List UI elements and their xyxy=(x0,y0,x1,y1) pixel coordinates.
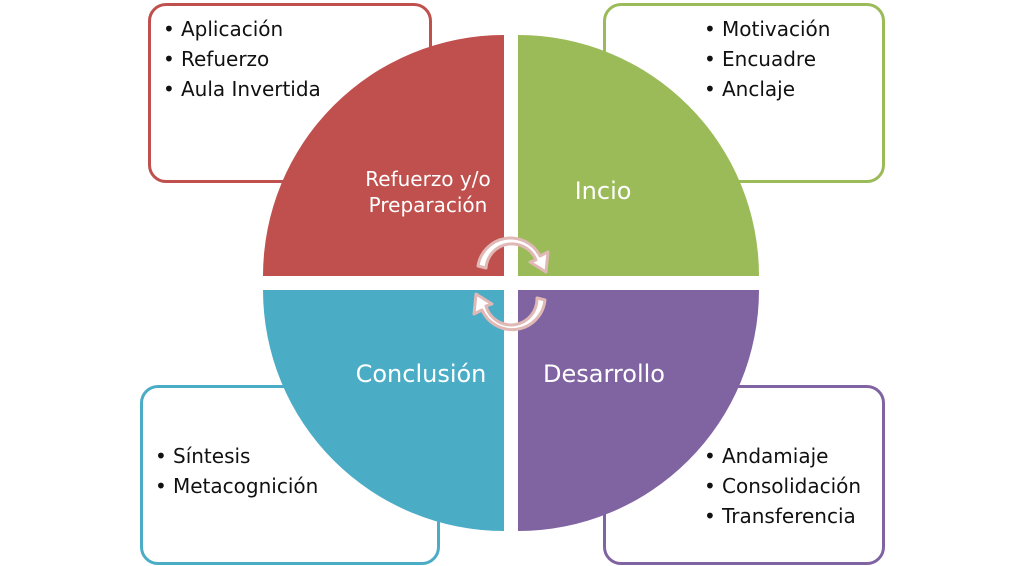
bullet-item: Andamiaje xyxy=(704,441,861,471)
bullet-item: Consolidación xyxy=(704,471,861,501)
bullet-list-top-right: Motivación Encuadre Anclaje xyxy=(704,14,830,104)
quadrant-label-top-left-line1: Refuerzo y/o xyxy=(365,167,490,191)
quadrant-top-right xyxy=(518,35,759,276)
bullet-item: Anclaje xyxy=(704,74,830,104)
cycle-arrow-top xyxy=(476,236,550,274)
quadrant-top-left xyxy=(263,35,504,276)
bullet-item: Aula Invertida xyxy=(163,74,321,104)
quadrant-bottom-left xyxy=(263,290,504,531)
quadrant-label-bottom-right: Desarrollo xyxy=(543,360,665,388)
bullet-item: Encuadre xyxy=(704,44,830,74)
bullet-item: Metacognición xyxy=(155,471,318,501)
bullet-item: Motivación xyxy=(704,14,830,44)
bullet-item: Transferencia xyxy=(704,501,861,531)
cycle-arrows-icon xyxy=(472,236,550,332)
bullet-item: Aplicación xyxy=(163,14,321,44)
bullet-list-bottom-left: Síntesis Metacognición xyxy=(155,441,318,501)
quadrant-label-top-left-line2: Preparación xyxy=(369,193,488,217)
quadrant-label-bottom-left: Conclusión xyxy=(356,360,487,388)
quadrant-label-top-right: Incio xyxy=(575,177,632,205)
quadrant-bottom-right xyxy=(518,290,759,531)
bullet-list-top-left: Aplicación Refuerzo Aula Invertida xyxy=(163,14,321,104)
bullet-item: Síntesis xyxy=(155,441,318,471)
bullet-list-bottom-right: Andamiaje Consolidación Transferencia xyxy=(704,441,861,531)
cycle-arrow-bottom xyxy=(472,292,547,332)
bullet-item: Refuerzo xyxy=(163,44,321,74)
